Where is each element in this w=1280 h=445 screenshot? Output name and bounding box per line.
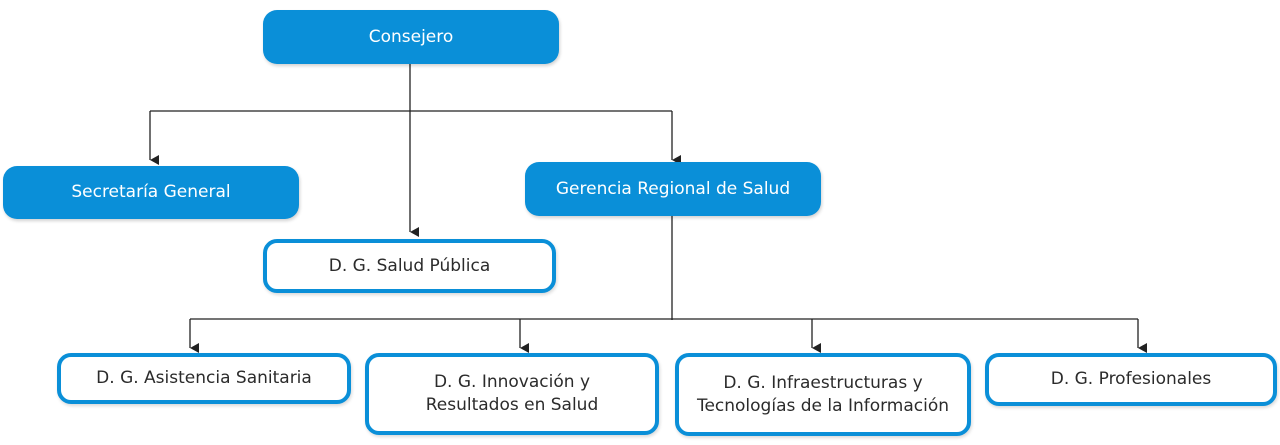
node-secretaria-general: Secretaría General — [3, 166, 299, 219]
node-infraestructuras: D. G. Infraestructuras y Tecnologías de … — [675, 353, 971, 436]
node-profesionales: D. G. Profesionales — [985, 353, 1277, 406]
node-innovacion-label: D. G. Innovación y Resultados en Salud — [425, 372, 599, 415]
node-asistencia-sanitaria-label: D. G. Asistencia Sanitaria — [96, 368, 312, 389]
node-salud-publica: D. G. Salud Pública — [263, 239, 556, 293]
node-gerencia-regional-label: Gerencia Regional de Salud — [555, 178, 791, 199]
node-secretaria-general-label: Secretaría General — [71, 182, 231, 203]
node-salud-publica-label: D. G. Salud Pública — [328, 255, 491, 276]
node-consejero-label: Consejero — [368, 26, 454, 47]
node-gerencia-regional: Gerencia Regional de Salud — [525, 162, 821, 216]
node-innovacion: D. G. Innovación y Resultados en Salud — [365, 353, 659, 435]
node-infraestructuras-label: D. G. Infraestructuras y Tecnologías de … — [696, 372, 950, 416]
node-profesionales-label: D. G. Profesionales — [1050, 369, 1212, 390]
node-consejero: Consejero — [263, 10, 559, 64]
node-asistencia-sanitaria: D. G. Asistencia Sanitaria — [57, 353, 351, 404]
